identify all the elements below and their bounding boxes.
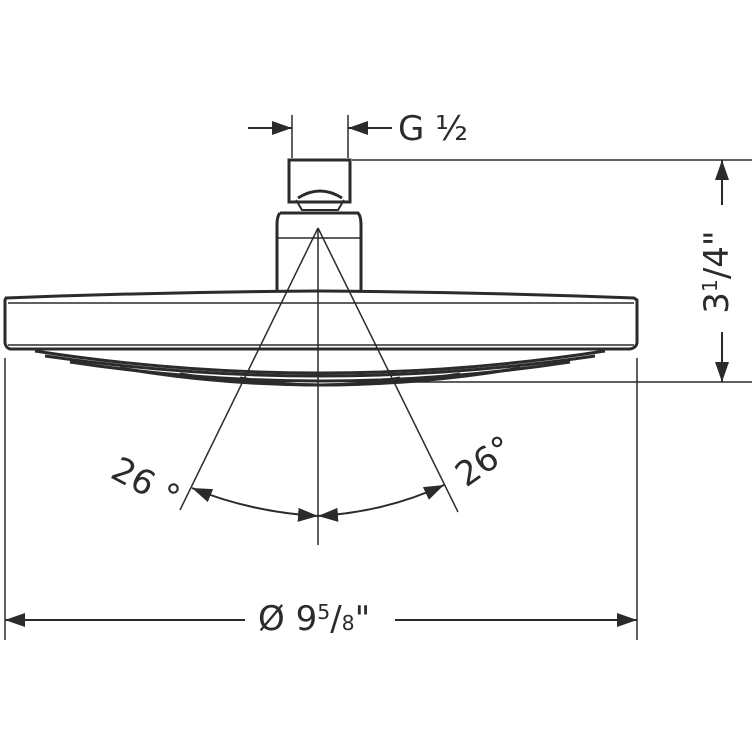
angle-arcs: [191, 484, 445, 522]
diameter-dimension: [4, 358, 638, 640]
connection-dimension: [248, 115, 392, 158]
nozzle-pattern: [34, 349, 606, 387]
height-dimension: [352, 159, 752, 383]
spray-angle-lines: [179, 227, 459, 545]
connection-label: G ½: [398, 109, 469, 149]
diameter-label: Ø 95/8": [258, 599, 371, 640]
shower-head-body: [3, 289, 639, 351]
height-label: 31/4": [697, 230, 738, 314]
fitting: [275, 158, 363, 290]
